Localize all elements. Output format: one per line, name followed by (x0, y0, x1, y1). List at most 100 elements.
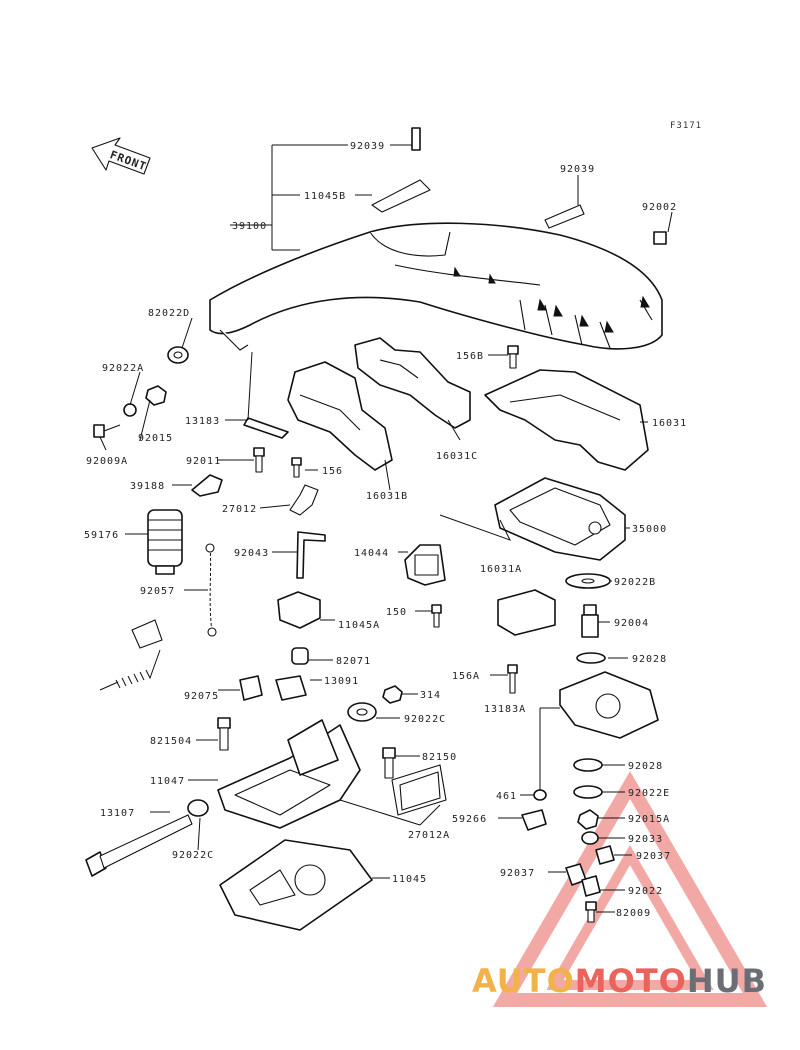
callout: 92009A (86, 456, 128, 467)
watermark-part2: MOTO (574, 962, 687, 1000)
bolt-92002 (653, 231, 667, 245)
callout: 39188 (130, 481, 165, 492)
callout: 92033 (628, 834, 663, 845)
callout: 92002 (642, 202, 677, 213)
callout: 35000 (632, 524, 667, 535)
callout: 11045A (338, 620, 380, 631)
bolt-150 (431, 604, 442, 628)
callout: 82071 (336, 656, 371, 667)
callout: 82009 (616, 908, 651, 919)
nut-461 (533, 789, 547, 801)
callout: 82150 (422, 752, 457, 763)
cap-39188 (191, 474, 223, 497)
washer-82022d (167, 346, 189, 364)
pad-16031a (497, 589, 556, 636)
callout: 16031C (436, 451, 478, 462)
front-arrow: FRONT (91, 137, 151, 175)
leader-lines (99, 144, 673, 913)
pin-92039-top (411, 127, 421, 151)
bolt-82150 (382, 747, 396, 779)
washer-92022c (347, 702, 377, 722)
fitting-59266 (521, 809, 547, 831)
block-92075 (239, 675, 263, 701)
callout: 11045 (392, 874, 427, 885)
pad-16031b (287, 361, 393, 471)
callout: 16031B (366, 491, 408, 502)
callout: 156 (322, 466, 343, 477)
callout: 16031 (652, 418, 687, 429)
callout: 13107 (100, 808, 135, 819)
washer-92028-top (576, 652, 606, 664)
base-11047 (217, 719, 361, 829)
clip-13091 (275, 675, 307, 701)
washer-92022b (565, 573, 611, 589)
bolt-156b (507, 345, 519, 369)
lever-92043 (296, 531, 326, 579)
bracket-11045b (371, 179, 431, 213)
cable-92057 (205, 543, 217, 637)
callout: 92015 (138, 433, 173, 444)
pad-16031 (484, 369, 649, 471)
callout: 59266 (452, 814, 487, 825)
bolt-82009 (585, 901, 597, 923)
callout: 92039 (560, 164, 595, 175)
watermark-part3: HUB (686, 962, 768, 1000)
bracket-14044 (404, 544, 446, 586)
callout: 92022C (404, 714, 446, 725)
callout: 92022E (628, 788, 670, 799)
callout: 13091 (324, 676, 359, 687)
washer-92028 (573, 758, 603, 772)
stud-92004 (581, 604, 599, 638)
callout: 92022 (628, 886, 663, 897)
bolt-92011 (253, 447, 265, 473)
figure-code: F3171 (670, 121, 703, 131)
watermark-logo: AUTOMOTOHUB (472, 962, 767, 1000)
clip-27012 (289, 484, 319, 516)
washer-92022c-left (187, 799, 209, 817)
clip-27012a (391, 764, 447, 816)
callout: 27012 (222, 504, 257, 515)
callout: 92015A (628, 814, 670, 825)
callout: 92022B (614, 577, 656, 588)
bracket-11045a (277, 591, 321, 629)
callout: 11047 (150, 776, 185, 787)
callout: 92028 (628, 761, 663, 772)
callout: 314 (420, 690, 441, 701)
nut-92015 (145, 385, 167, 406)
callout: 39100 (232, 221, 267, 232)
bolt-821504 (217, 717, 231, 751)
callout: 92039 (350, 141, 385, 152)
bolt-92009a (93, 424, 121, 438)
nut-92015a (577, 809, 599, 830)
clip-92022 (581, 875, 601, 897)
callout: 92057 (140, 586, 175, 597)
washer-92022a (123, 403, 137, 417)
clamp-92037-a (595, 845, 615, 865)
callout: 821504 (150, 736, 192, 747)
callout: 11045B (304, 191, 346, 202)
pad-16031c (354, 337, 471, 429)
callout: 27012A (408, 830, 450, 841)
bolt-156 (291, 457, 302, 478)
watermark-part1: AUTO (472, 962, 575, 1000)
boot-59176 (147, 509, 183, 575)
callout: 92004 (614, 618, 649, 629)
callout: 82022D (148, 308, 190, 319)
callout: 150 (386, 607, 407, 618)
callout: 92037 (500, 868, 535, 879)
callout: 16031A (480, 564, 522, 575)
callout: 59176 (84, 530, 119, 541)
callout: 92022A (102, 363, 144, 374)
callout: 92043 (234, 548, 269, 559)
spring-92144 (99, 619, 163, 691)
bolt-13107 (85, 814, 193, 877)
plate-13183 (243, 417, 289, 439)
plate-11045 (219, 839, 373, 931)
hull-cover-39100 (209, 222, 663, 351)
nut-314 (382, 685, 403, 704)
plate-13183a (559, 671, 659, 739)
washer-92022e (573, 785, 603, 799)
pin-92039-right (544, 204, 585, 229)
callout: 461 (496, 791, 517, 802)
